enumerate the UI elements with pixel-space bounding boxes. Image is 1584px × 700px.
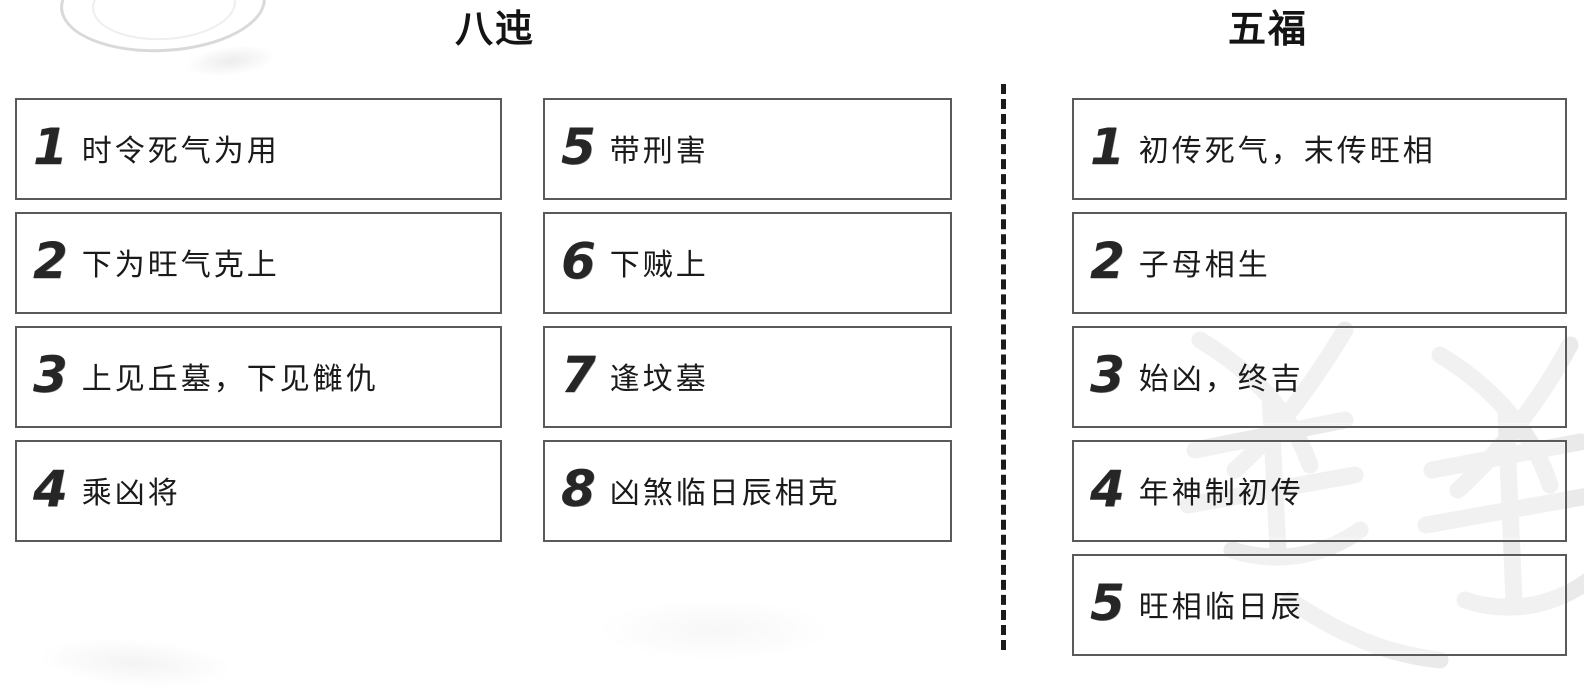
list-item[interactable]: 1 初传死气，末传旺相 <box>1072 98 1567 200</box>
scan-smudge-center-icon <box>600 600 830 660</box>
item-label: 凶煞临日辰相克 <box>609 475 841 511</box>
scan-artifact-ring-icon <box>57 0 269 58</box>
item-number: 4 <box>33 460 68 518</box>
item-number: 3 <box>33 346 68 404</box>
list-item[interactable]: 5 旺相临日辰 <box>1072 554 1567 656</box>
section-title-wu-fu: 五福 <box>1228 7 1309 51</box>
item-label: 始凶，终吉 <box>1138 361 1304 397</box>
item-label: 乘凶将 <box>81 475 181 511</box>
scan-artifact-ring-inner-icon <box>90 0 238 44</box>
item-label: 带刑害 <box>609 133 709 169</box>
list-item[interactable]: 2 下为旺气克上 <box>15 212 502 314</box>
item-number: 2 <box>33 232 68 290</box>
item-label: 旺相临日辰 <box>1138 589 1304 625</box>
section-title-ba-zhun: 八迍 <box>455 7 536 51</box>
item-label: 初传死气，末传旺相 <box>1138 133 1436 169</box>
list-item[interactable]: 1 时令死气为用 <box>15 98 502 200</box>
item-number: 5 <box>1090 574 1125 632</box>
item-number: 4 <box>1090 460 1125 518</box>
list-item[interactable]: 8 凶煞临日辰相克 <box>543 440 952 542</box>
list-item[interactable]: 6 下贼上 <box>543 212 952 314</box>
list-item[interactable]: 4 年神制初传 <box>1072 440 1567 542</box>
item-number: 2 <box>1090 232 1125 290</box>
item-label: 逢坟墓 <box>609 361 709 397</box>
scan-smudge-icon <box>183 40 279 82</box>
section-divider <box>1001 84 1006 650</box>
item-number: 3 <box>1090 346 1125 404</box>
column-wu-fu: 1 初传死气，末传旺相 2 子母相生 3 始凶，终吉 4 年神制初传 5 旺相临… <box>1072 98 1567 668</box>
item-label: 上见丘墓，下见雠仇 <box>81 361 379 397</box>
list-item[interactable]: 2 子母相生 <box>1072 212 1567 314</box>
list-item[interactable]: 5 带刑害 <box>543 98 952 200</box>
list-item[interactable]: 4 乘凶将 <box>15 440 502 542</box>
item-label: 年神制初传 <box>1138 475 1304 511</box>
scan-smudge-bottom-icon <box>38 633 232 693</box>
item-number: 1 <box>1090 118 1125 176</box>
item-number: 8 <box>561 460 596 518</box>
item-number: 7 <box>561 346 596 404</box>
column-ba-zhun-right: 5 带刑害 6 下贼上 7 逢坟墓 8 凶煞临日辰相克 <box>543 98 952 554</box>
item-label: 下贼上 <box>609 247 709 283</box>
list-item[interactable]: 7 逢坟墓 <box>543 326 952 428</box>
item-number: 1 <box>33 118 68 176</box>
item-label: 子母相生 <box>1138 247 1271 283</box>
list-item[interactable]: 3 始凶，终吉 <box>1072 326 1567 428</box>
list-item[interactable]: 3 上见丘墓，下见雠仇 <box>15 326 502 428</box>
item-number: 5 <box>561 118 596 176</box>
item-number: 6 <box>561 232 596 290</box>
item-label: 时令死气为用 <box>81 133 280 169</box>
column-ba-zhun-left: 1 时令死气为用 2 下为旺气克上 3 上见丘墓，下见雠仇 4 乘凶将 <box>15 98 502 554</box>
item-label: 下为旺气克上 <box>81 247 280 283</box>
